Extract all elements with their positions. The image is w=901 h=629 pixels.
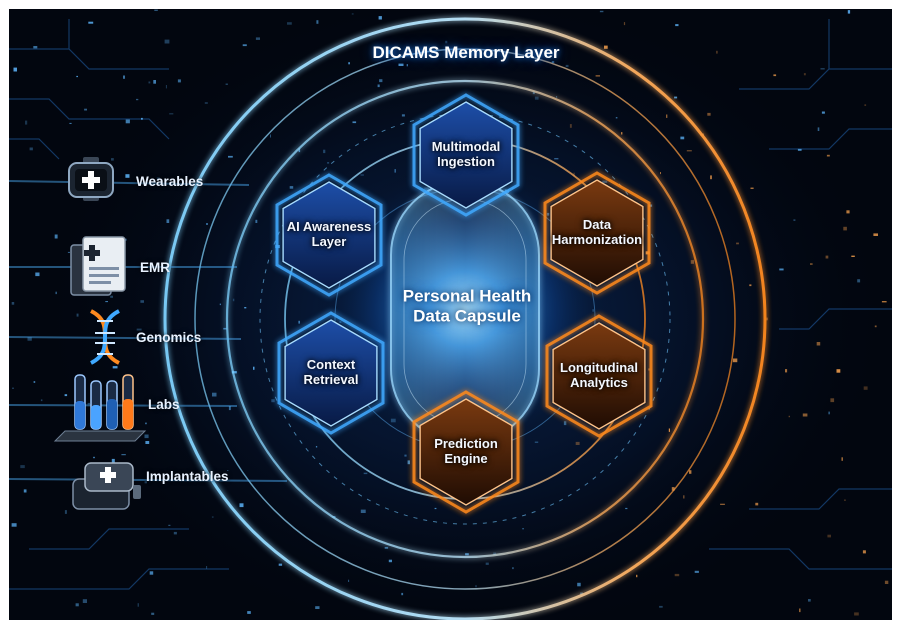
source-label-genomics: Genomics bbox=[136, 330, 202, 345]
hex-ai-awareness-layer bbox=[275, 173, 383, 297]
hex-data-harmonization bbox=[543, 171, 651, 295]
module-label-multimodal-ingestion: Multimodal Ingestion bbox=[431, 139, 501, 169]
data-capsule bbox=[315, 159, 615, 459]
dna-icon bbox=[89, 309, 121, 365]
hex-context-retrieval bbox=[277, 311, 385, 435]
core-label-line2: Data Capsule bbox=[413, 306, 521, 325]
module-label-context-retrieval: Context Retrieval bbox=[303, 357, 359, 387]
diagram-graphics bbox=[9, 9, 892, 620]
source-label-emr: EMR bbox=[140, 260, 170, 275]
hex-prediction-engine bbox=[412, 390, 520, 514]
module-label-data-harmonization: Data Harmonization bbox=[551, 217, 643, 247]
source-label-wearables: Wearables bbox=[136, 174, 204, 189]
circuit-lines bbox=[9, 19, 892, 590]
core-label: Personal Health Data Capsule bbox=[382, 286, 552, 325]
source-label-implantables: Implantables bbox=[146, 469, 229, 484]
smartwatch-icon bbox=[68, 157, 114, 201]
test-tubes-icon bbox=[53, 374, 147, 442]
module-hexagons bbox=[275, 93, 653, 514]
module-label-prediction-engine: Prediction Engine bbox=[434, 436, 498, 466]
arrow-implantables bbox=[9, 473, 290, 489]
arrow-genomics bbox=[9, 331, 244, 347]
core-label-line1: Personal Health bbox=[402, 286, 532, 306]
hex-longitudinal-analytics bbox=[545, 314, 653, 438]
medical-record-icon bbox=[70, 236, 126, 296]
layer-title: DICAMS Memory Layer bbox=[372, 43, 560, 62]
source-label-labs: Labs bbox=[148, 397, 180, 412]
implant-device-icon bbox=[72, 462, 141, 510]
diagram-canvas: DICAMS Memory Layer Personal Health Data… bbox=[9, 9, 892, 620]
hex-multimodal-ingestion bbox=[412, 93, 520, 217]
module-label-longitudinal-analytics: Longitudinal Analytics bbox=[560, 360, 638, 390]
module-label-ai-awareness-layer: AI Awareness Layer bbox=[286, 219, 372, 249]
arrow-wearables bbox=[9, 177, 252, 193]
